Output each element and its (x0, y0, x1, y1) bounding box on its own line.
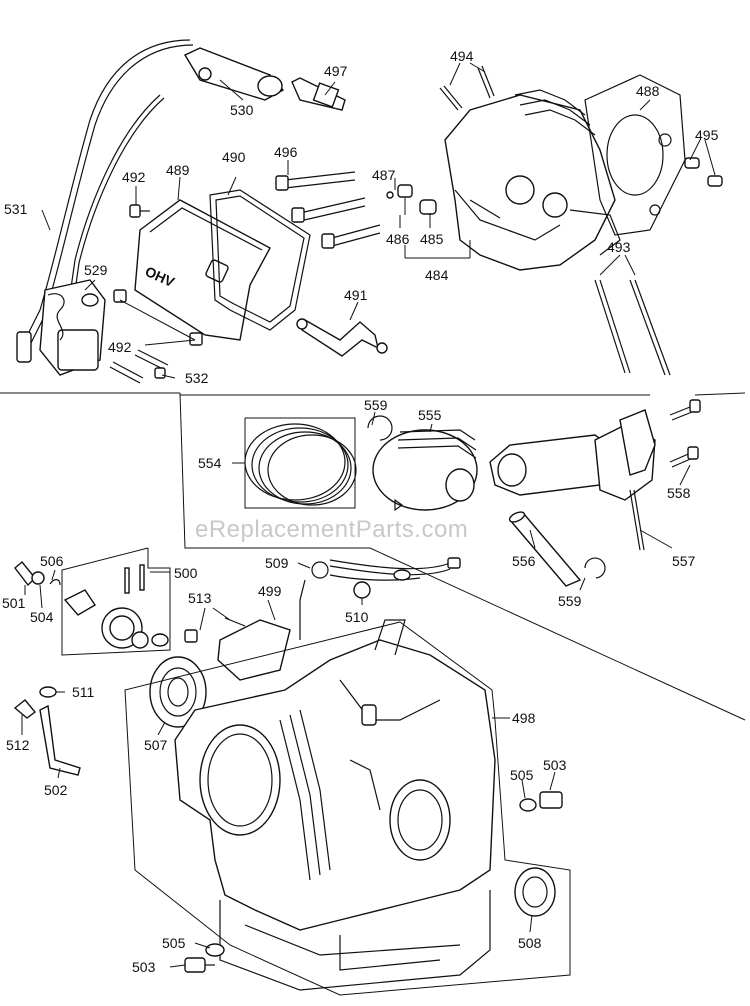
label-554: 554 (198, 455, 222, 471)
label-489: 489 (166, 162, 190, 178)
head-gasket[interactable] (584, 74, 686, 236)
label-485: 485 (420, 231, 444, 247)
label-506: 506 (40, 553, 64, 569)
spark-plug-cap[interactable] (184, 47, 285, 101)
label-507: 507 (144, 737, 168, 753)
push-rods[interactable] (594, 279, 671, 376)
oil-sensor-harness[interactable] (217, 557, 461, 681)
stud-pair[interactable] (439, 65, 495, 111)
part-labels: 531 530 497 494 488 495 496 492 489 490 … (2, 48, 719, 975)
label-488: 488 (636, 83, 660, 99)
piston-group-box-left (179, 392, 746, 721)
label-497: 497 (324, 63, 348, 79)
clip-512[interactable] (13, 699, 37, 719)
main-bearing[interactable] (149, 656, 207, 728)
leader-lines (21, 62, 716, 968)
rod-bolts[interactable] (669, 399, 701, 468)
label-502: 502 (44, 782, 68, 798)
label-503-right: 503 (543, 757, 567, 773)
washer-511[interactable] (39, 686, 57, 698)
governor-group-box (61, 547, 171, 656)
watermark-text: eReplacementParts.com (195, 516, 468, 543)
piston-group-box-right (694, 392, 746, 396)
drain-plug-bottom[interactable] (184, 943, 225, 973)
label-486: 486 (386, 231, 410, 247)
label-490: 490 (222, 149, 246, 165)
crankcase-group-box (124, 621, 571, 996)
label-559-top: 559 (364, 397, 388, 413)
label-495: 495 (695, 127, 719, 143)
cylinder-head[interactable] (444, 89, 621, 271)
crankcase[interactable] (174, 619, 496, 991)
label-504: 504 (30, 609, 54, 625)
label-492-top: 492 (122, 169, 146, 185)
label-505-bottom: 505 (162, 935, 186, 951)
label-491: 491 (344, 287, 368, 303)
small-bolt[interactable] (129, 204, 150, 218)
label-496: 496 (274, 144, 298, 160)
long-bolt[interactable] (275, 171, 356, 191)
bolt-513[interactable] (184, 617, 246, 643)
connecting-rod[interactable] (489, 409, 656, 551)
piston-rings[interactable] (244, 423, 357, 506)
ignition-coil-assembly[interactable] (16, 39, 194, 376)
label-559-bottom: 559 (558, 593, 582, 609)
valve-cover-gasket[interactable] (209, 189, 311, 331)
shaft-seal-ring[interactable] (151, 633, 169, 647)
small-bolt-lower[interactable] (113, 289, 203, 346)
label-505-right: 505 (510, 767, 534, 783)
label-556: 556 (512, 553, 536, 569)
label-558: 558 (667, 485, 691, 501)
piston-pin-clip-lower[interactable] (584, 557, 606, 579)
governor-arm-502[interactable] (39, 704, 81, 776)
label-503-bottom: 503 (132, 959, 156, 975)
label-487: 487 (372, 167, 396, 183)
label-557: 557 (672, 553, 696, 569)
piston-pin-clip[interactable] (367, 415, 393, 441)
label-494: 494 (450, 48, 474, 64)
label-529: 529 (84, 262, 108, 278)
label-511: 511 (72, 684, 95, 700)
piston-group-box (179, 393, 650, 396)
label-509: 509 (265, 555, 289, 571)
governor-gear[interactable] (63, 564, 149, 649)
label-510: 510 (345, 609, 369, 625)
breather-tube[interactable] (296, 318, 388, 357)
label-499: 499 (258, 583, 282, 599)
head-bolt-pair[interactable] (291, 197, 381, 249)
bolt-532[interactable] (109, 349, 169, 384)
piston[interactable] (372, 429, 478, 512)
label-492-bottom: 492 (108, 339, 132, 355)
label-508: 508 (518, 935, 542, 951)
valve-retainer[interactable] (386, 184, 437, 215)
label-555: 555 (418, 407, 442, 423)
oil-seal[interactable] (514, 867, 556, 917)
label-532: 532 (185, 370, 209, 386)
spark-plug[interactable] (291, 77, 346, 111)
label-531: 531 (4, 201, 28, 217)
governor-shaft-parts[interactable] (14, 561, 61, 587)
label-513: 513 (188, 590, 212, 606)
label-493: 493 (607, 239, 631, 255)
label-498: 498 (512, 710, 536, 726)
label-512: 512 (6, 737, 30, 753)
piston-pin[interactable] (508, 510, 582, 587)
label-530: 530 (230, 102, 254, 118)
drain-plug-right[interactable] (519, 791, 563, 812)
dowel-pins[interactable] (684, 157, 723, 187)
label-484: 484 (425, 267, 449, 283)
label-500: 500 (174, 565, 198, 581)
label-501: 501 (2, 595, 26, 611)
